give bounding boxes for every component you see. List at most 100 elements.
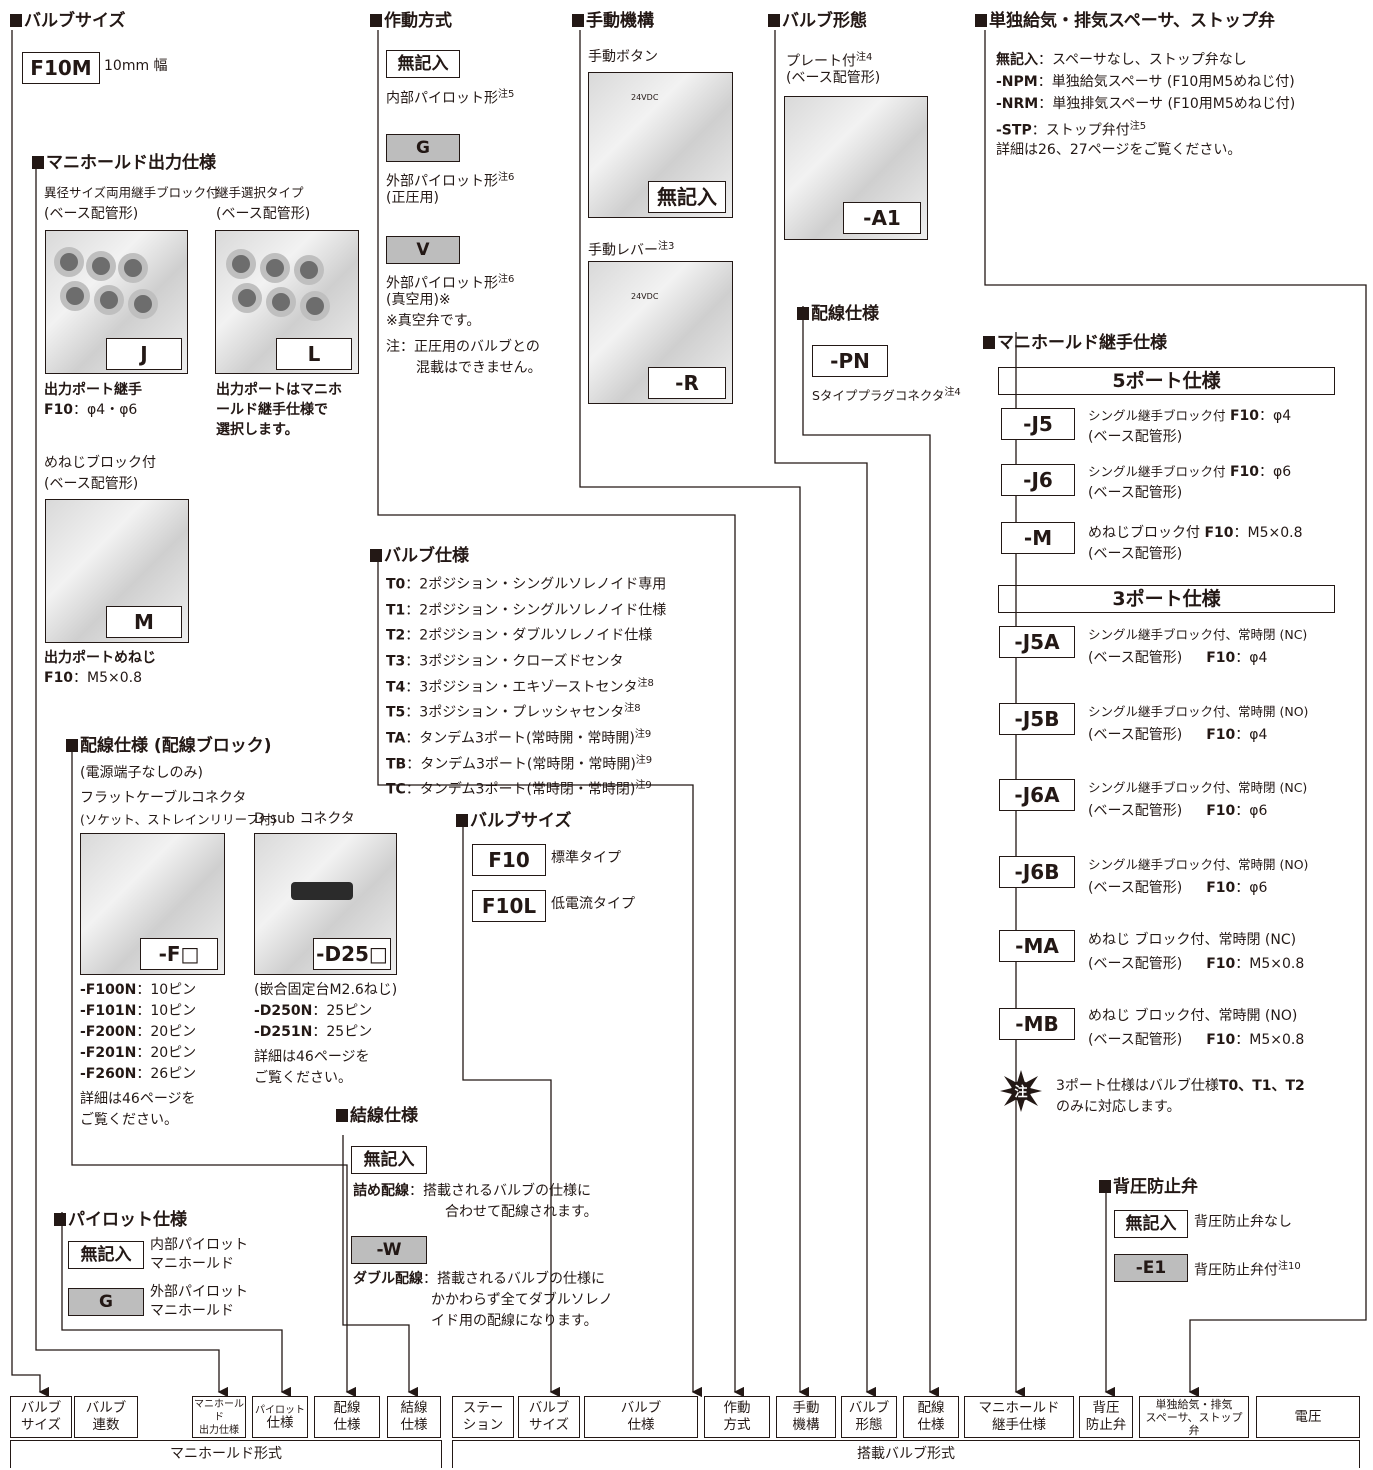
f-code: -F201N bbox=[80, 1045, 137, 1061]
manual-code-1: 無記入 bbox=[648, 181, 726, 213]
spacer-line-5: 詳細は26、27ページをご覧ください。 bbox=[996, 142, 1242, 158]
vs-text: ：3ポジション・エキゾーストセンタ bbox=[405, 679, 638, 696]
spacer-line-3: ：単独排気スペーサ (F10用M5めねじ付) bbox=[1038, 96, 1296, 112]
fit-j6-c: ：φ6 bbox=[1259, 464, 1292, 480]
pilot-code-1: 無記入 bbox=[68, 1241, 144, 1269]
pilot-d2a: 外部パイロット bbox=[150, 1284, 248, 1300]
valve-size-mid-title: バルブサイズ bbox=[456, 806, 572, 831]
wiring-block-title: 配線仕様 (配線ブロック) bbox=[66, 731, 271, 756]
vsm-desc-1: 標準タイプ bbox=[551, 850, 621, 866]
mounted-valve-type-label: 搭載バルブ形式 bbox=[452, 1440, 1360, 1468]
binding-title: 結線仕様 bbox=[336, 1101, 418, 1126]
act-desc-1: 内部パイロット形 bbox=[386, 90, 498, 107]
fit-code-j6: -J6 bbox=[1001, 464, 1075, 496]
vs-note: 注9 bbox=[634, 728, 652, 740]
vs-text: ：2ポジション・シングルソレノイド仕様 bbox=[405, 602, 667, 619]
vs-code: T2 bbox=[386, 627, 406, 644]
cell-valve-size-2: バルブサイズ bbox=[518, 1396, 580, 1438]
act-note-2: 注6 bbox=[498, 172, 515, 183]
f-code: -F260N bbox=[80, 1066, 137, 1082]
f-pins: ：10ピン bbox=[136, 982, 197, 998]
vs-code: T5 bbox=[386, 704, 406, 721]
backpressure-title: 背圧防止弁 bbox=[1099, 1172, 1198, 1197]
dsub-label: D-sub コネクタ bbox=[254, 811, 355, 827]
fit-ma-c: ：M5×0.8 bbox=[1235, 956, 1305, 972]
flat-cable-label: フラットケーブルコネクタ bbox=[80, 790, 247, 806]
manual-title: 手動機構 bbox=[572, 6, 654, 31]
binding-l1: ：搭載されるバルブの仕様に bbox=[409, 1183, 591, 1199]
vs-code: T1 bbox=[386, 602, 406, 619]
bp-code-e1: -E1 bbox=[1114, 1254, 1188, 1282]
fit-code-j5a: -J5A bbox=[999, 626, 1075, 658]
vsm-code-1: F10 bbox=[472, 844, 546, 876]
fit-j6b-b: F10 bbox=[1206, 880, 1236, 896]
manual-code-r: -R bbox=[648, 367, 726, 399]
act-desc-3c: ※真空弁です。 bbox=[386, 313, 481, 329]
m-note2-code: F10 bbox=[44, 670, 74, 686]
f-pins: ：20ピン bbox=[136, 1045, 197, 1061]
warning-burst-text: 注 bbox=[1014, 1084, 1027, 1100]
spacer-line-4: ：ストップ弁付 bbox=[1031, 122, 1130, 139]
pilot-d2b: マニホールド bbox=[150, 1303, 234, 1319]
spacer-title: 単独給気・排気スペーサ、ストップ弁 bbox=[975, 6, 1275, 31]
cell-pilot: パイロット仕様 bbox=[252, 1396, 308, 1438]
fit-ma-d: (ベース配管形) bbox=[1088, 956, 1183, 972]
m-code: M bbox=[106, 606, 182, 638]
spacer-code-3: -NRM bbox=[996, 96, 1039, 112]
j-label: 異径サイズ両用継手ブロック付 bbox=[44, 185, 219, 200]
m-label: めねじブロック付 bbox=[44, 455, 156, 471]
f-pins: ：20ピン bbox=[136, 1024, 197, 1040]
fit-code-j6a: -J6A bbox=[999, 779, 1075, 811]
flat-cable-sub: (ソケット、ストレインリリーフ付) bbox=[80, 812, 277, 827]
fit-m-b: F10 bbox=[1204, 525, 1234, 541]
vs-note: 注9 bbox=[635, 754, 653, 766]
photo-l bbox=[215, 230, 359, 374]
bp-desc-2: 背圧防止弁付 bbox=[1194, 1262, 1278, 1279]
fit-j5-b: F10 bbox=[1229, 408, 1260, 424]
cell-valve-spec: バルブ仕様 bbox=[584, 1396, 698, 1438]
fit-j5b-c: ：φ4 bbox=[1235, 727, 1268, 743]
fit-j6a-c: ：φ6 bbox=[1235, 803, 1268, 819]
j-note1: 出力ポート継手 bbox=[44, 382, 142, 398]
vs-code: TB bbox=[386, 756, 407, 773]
vs-text: ：タンデム3ポート(常時閉・常時開) bbox=[406, 756, 636, 773]
fit-code-j5b: -J5B bbox=[999, 703, 1075, 735]
f-pin-list: -F100N：10ピン -F101N：10ピン -F200N：20ピン -F20… bbox=[80, 980, 196, 1131]
vsm-desc-2: 低電流タイプ bbox=[551, 896, 635, 912]
wiring-code-f: -F□ bbox=[140, 938, 218, 970]
f-code: -F200N bbox=[80, 1024, 137, 1040]
act-note-3: 注6 bbox=[498, 274, 515, 285]
bp-code-1: 無記入 bbox=[1114, 1210, 1188, 1238]
vs-text: ：2ポジション・ダブルソレノイド仕様 bbox=[405, 627, 653, 644]
cell-wiring-2: 配線仕様 bbox=[903, 1396, 959, 1438]
spacer-code-1: 無記入 bbox=[996, 52, 1038, 68]
pilot-code-g: G bbox=[68, 1288, 144, 1316]
d-code: -D251N bbox=[254, 1024, 313, 1040]
f-pins: ：26ピン bbox=[136, 1066, 197, 1082]
fit-j5a-b: F10 bbox=[1206, 650, 1236, 666]
j-sub: (ベース配管形) bbox=[44, 206, 139, 222]
act-note-line1: 注：正圧用のバルブとの bbox=[386, 339, 540, 355]
fit-j6-b: F10 bbox=[1229, 464, 1260, 480]
d-sub: (嵌合固定台M2.6ねじ) bbox=[254, 982, 398, 998]
spacer-line-1: ：スペーサなし、ストップ弁なし bbox=[1038, 52, 1247, 68]
fit-mb-b: F10 bbox=[1206, 1032, 1236, 1048]
fit-code-m: -M bbox=[1001, 522, 1075, 554]
photo-text-2: 24VDC bbox=[631, 292, 659, 301]
manual-button-label: 手動ボタン bbox=[588, 49, 658, 65]
d-pins: ：25ピン bbox=[312, 1003, 373, 1019]
l-code: L bbox=[276, 338, 352, 370]
wiring-code-d: -D25□ bbox=[313, 938, 391, 970]
m-sub: (ベース配管形) bbox=[44, 476, 139, 492]
cell-valve-form: バルブ形態 bbox=[841, 1396, 897, 1438]
vs-text: ：タンデム3ポート(常時閉・常時閉) bbox=[405, 781, 636, 798]
fit-j5a-c: ：φ4 bbox=[1235, 650, 1268, 666]
l-note1: 出力ポートはマニホ bbox=[216, 382, 342, 398]
fit-j6a-d: (ベース配管形) bbox=[1088, 803, 1183, 819]
l-label: 継手選択タイプ bbox=[216, 185, 304, 200]
spacer-note-4: 注5 bbox=[1129, 121, 1147, 132]
fit-j5b-d: (ベース配管形) bbox=[1088, 727, 1183, 743]
pilot-title: パイロット仕様 bbox=[54, 1205, 187, 1230]
photo-text-1: 24VDC bbox=[631, 93, 659, 102]
